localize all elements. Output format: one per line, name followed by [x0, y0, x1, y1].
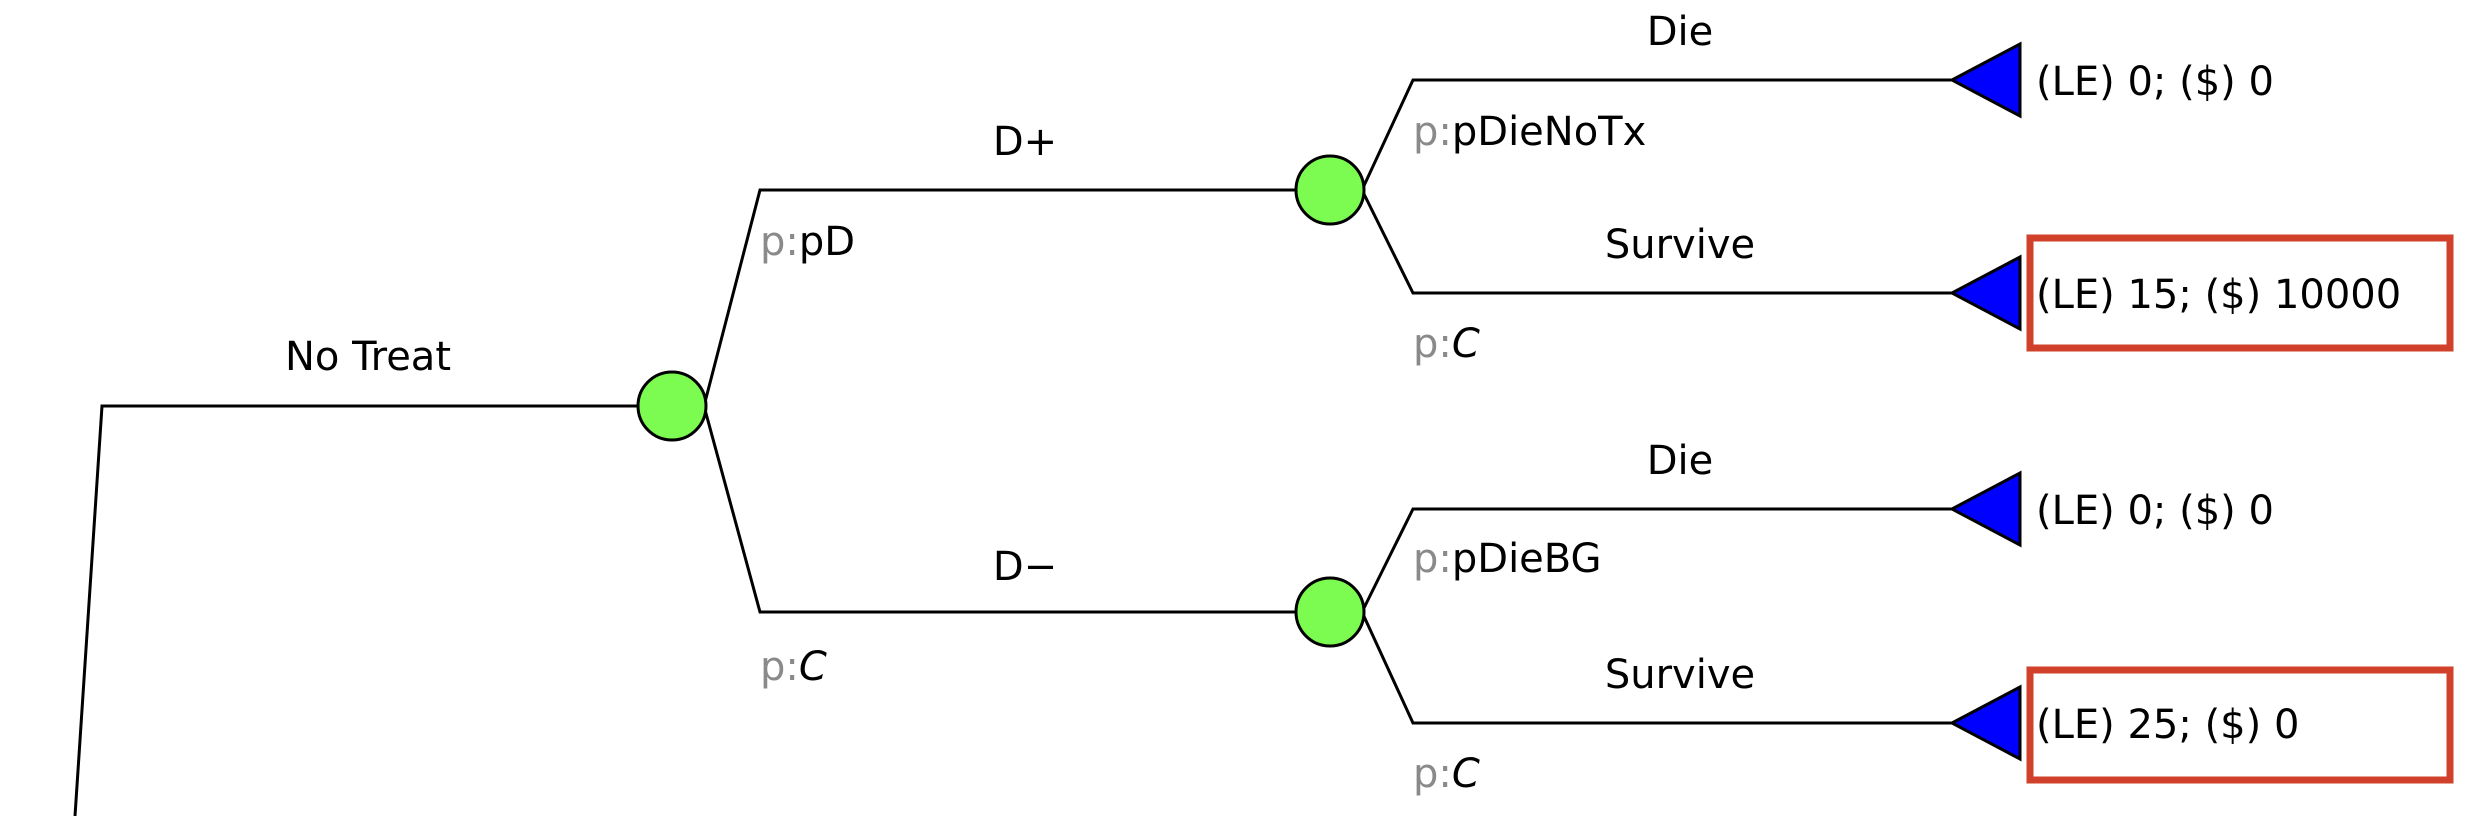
chance-node-d-plus[interactable] [1294, 154, 1366, 226]
chance-node-d-minus[interactable] [1294, 576, 1366, 648]
branch-d-minus-die-label: Die [1647, 438, 1714, 484]
branch-d-plus-survive-line [1360, 189, 1952, 295]
highlight-box-d-plus-survive [2026, 234, 2454, 352]
terminal-node-d-plus-survive[interactable] [1948, 254, 2022, 332]
branch-d-minus-label: D− [993, 544, 1057, 590]
branch-d-plus-label: D+ [993, 119, 1057, 165]
branch-d-plus-probability: p:pD [760, 219, 855, 265]
terminal-node-d-minus-survive[interactable] [1948, 684, 2022, 762]
prob-prefix: p: [1413, 751, 1452, 797]
branch-d-plus-survive-label: Survive [1605, 222, 1755, 268]
branch-d-minus-survive[interactable]: Survive p:C [1360, 611, 1952, 797]
branch-d-plus[interactable]: D+ p:pD [702, 119, 1298, 407]
highlight-box-d-minus-survive [2026, 666, 2454, 784]
branch-d-minus-die[interactable]: Die p:pDieBG [1360, 438, 1952, 613]
branch-d-plus-die-label: Die [1647, 9, 1714, 55]
payoff-d-minus-survive: (LE) 25; ($) 0 [2036, 702, 2299, 748]
branch-d-minus-survive-probability: p:C [1413, 751, 1480, 797]
payoff-d-minus-die: (LE) 0; ($) 0 [2036, 488, 2274, 534]
payoff-d-plus-die: (LE) 0; ($) 0 [2036, 59, 2274, 105]
branch-d-plus-line [702, 188, 1298, 407]
prob-value: pDieBG [1452, 536, 1602, 582]
prob-prefix: p: [1413, 536, 1452, 582]
prob-prefix: p: [760, 219, 799, 265]
prob-value: pDieNoTx [1452, 109, 1646, 155]
branch-no-treat-label: No Treat [285, 334, 451, 380]
branch-d-plus-die-line [1360, 78, 1952, 191]
branch-d-minus-survive-line [1360, 611, 1952, 725]
branch-no-treat-line [73, 404, 640, 816]
branch-d-plus-die[interactable]: Die p:pDieNoTx [1360, 9, 1952, 191]
branch-d-minus-probability: p:C [760, 644, 827, 690]
terminal-node-d-minus-die[interactable] [1948, 470, 2022, 548]
branch-d-minus[interactable]: D− p:C [702, 405, 1298, 690]
prob-value: C [1452, 751, 1480, 797]
branch-d-minus-die-line [1360, 507, 1952, 613]
branch-d-plus-die-probability: p:pDieNoTx [1413, 109, 1646, 155]
prob-prefix: p: [1413, 321, 1452, 367]
branch-d-plus-survive[interactable]: Survive p:C [1360, 189, 1952, 367]
prob-value: C [799, 644, 827, 690]
prob-value: C [1452, 321, 1480, 367]
branch-d-plus-survive-probability: p:C [1413, 321, 1480, 367]
branch-no-treat[interactable]: No Treat [73, 334, 640, 816]
prob-prefix: p: [760, 644, 799, 690]
branch-d-minus-survive-label: Survive [1605, 652, 1755, 698]
payoff-d-plus-survive: (LE) 15; ($) 10000 [2036, 272, 2401, 318]
branch-d-minus-die-probability: p:pDieBG [1413, 536, 1602, 582]
branch-d-minus-line [702, 405, 1298, 614]
terminal-node-d-plus-die[interactable] [1948, 41, 2022, 119]
chance-node-no-treat[interactable] [636, 370, 708, 442]
prob-value: pD [799, 219, 855, 265]
prob-prefix: p: [1413, 109, 1452, 155]
